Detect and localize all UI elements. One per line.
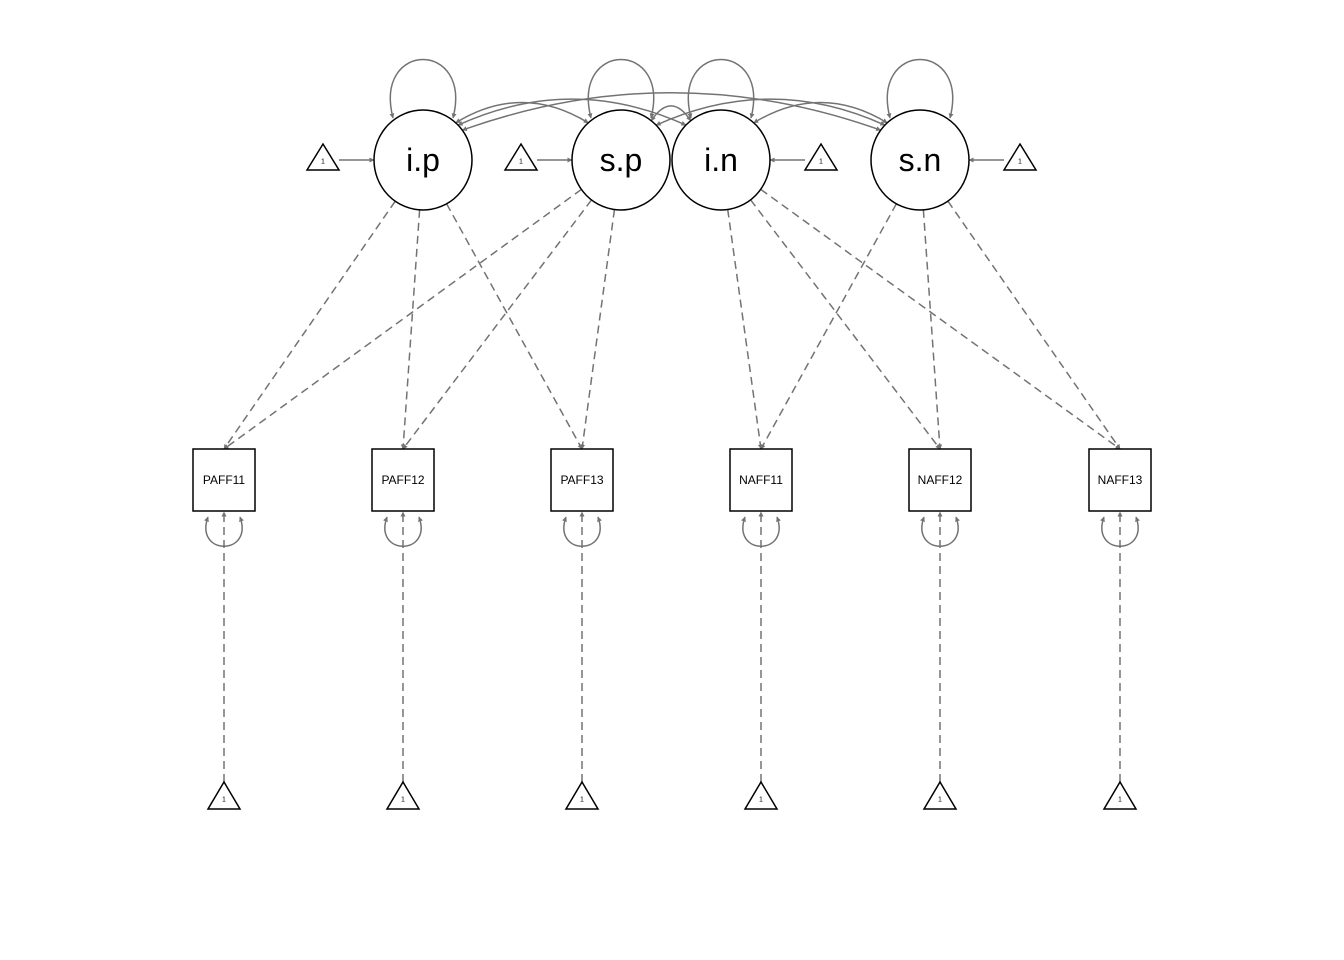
triangle-shape (206, 780, 242, 810)
manifest-label: PAFF12 (381, 473, 424, 487)
latent-node: i.p (373, 109, 473, 211)
manifest-box (1088, 448, 1152, 512)
manifest-node: NAFF12 (908, 448, 972, 512)
loading-arrow (760, 203, 898, 450)
intercept-triangle: 1 (206, 780, 242, 810)
manifest-label: NAFF11 (739, 473, 783, 487)
loading-arrow (947, 200, 1121, 450)
triangle-shape (385, 780, 421, 810)
loading-arrow (922, 209, 943, 450)
variance-loop (389, 58, 457, 119)
intercept-triangle: 1 (803, 142, 839, 171)
manifest-node: PAFF12 (371, 448, 435, 512)
intercept-triangle: 1 (503, 142, 539, 171)
covariance-arrow (455, 101, 589, 124)
latent-circle (870, 109, 970, 211)
intercept-triangle: 1 (922, 780, 958, 810)
loading-arrow (223, 188, 582, 450)
intercept-triangle: 1 (743, 780, 779, 810)
manifest-box (192, 448, 256, 512)
loading-arrow (402, 199, 593, 450)
intercept-triangle: 1 (1102, 780, 1138, 810)
latent-label: s.p (600, 142, 643, 178)
latent-node: s.p (571, 109, 671, 211)
intercept-label: 1 (222, 797, 226, 804)
intercept-label: 1 (519, 159, 523, 166)
intercept-triangle: 1 (564, 780, 600, 810)
loading-arrow (580, 209, 616, 450)
manifest-label: PAFF13 (560, 473, 603, 487)
intercept-triangle: 1 (1002, 142, 1038, 171)
covariance-arrow (655, 98, 886, 126)
covariance-arrow (461, 92, 882, 132)
triangle-shape (1002, 142, 1038, 171)
manifest-label: NAFF12 (918, 473, 963, 487)
intercept-label: 1 (321, 159, 325, 166)
variance-loop (886, 58, 954, 119)
triangle-shape (803, 142, 839, 171)
manifest-box (729, 448, 793, 512)
intercept-label: 1 (938, 797, 942, 804)
covariance-arrow (650, 105, 692, 122)
latent-circle (571, 109, 671, 211)
manifest-box (371, 448, 435, 512)
latent-node: s.n (870, 109, 970, 211)
latent-label: i.n (704, 142, 738, 178)
loading-arrow (749, 199, 941, 450)
variance-loop (687, 58, 755, 119)
manifest-box (550, 448, 614, 512)
latent-node: i.n (671, 109, 771, 211)
triangle-shape (305, 142, 341, 171)
triangle-shape (922, 780, 958, 810)
loading-arrow (400, 209, 421, 450)
intercept-label: 1 (401, 797, 405, 804)
latent-label: i.p (406, 142, 440, 178)
loading-arrow (445, 203, 583, 450)
triangle-shape (503, 142, 539, 171)
intercept-triangle: 1 (385, 780, 421, 810)
loading-arrow (760, 188, 1121, 450)
manifest-label: PAFF11 (203, 473, 246, 487)
intercept-label: 1 (1118, 797, 1122, 804)
latent-circle (671, 109, 771, 211)
intercept-label: 1 (580, 797, 584, 804)
intercept-label: 1 (1018, 159, 1022, 166)
edges (204, 58, 1140, 782)
latent-label: s.n (899, 142, 942, 178)
manifest-label: NAFF13 (1098, 473, 1143, 487)
manifest-node: NAFF11 (729, 448, 793, 512)
manifest-node: PAFF13 (550, 448, 614, 512)
variance-loop (587, 58, 655, 119)
loading-arrow (223, 200, 396, 450)
manifest-node: PAFF11 (192, 448, 256, 512)
triangle-shape (564, 780, 600, 810)
intercept-label: 1 (759, 797, 763, 804)
intercept-triangle: 1 (305, 142, 341, 171)
triangle-shape (1102, 780, 1138, 810)
manifest-box (908, 448, 972, 512)
intercept-label: 1 (819, 159, 823, 166)
latent-circle (373, 109, 473, 211)
loading-arrow (726, 209, 763, 450)
triangle-shape (743, 780, 779, 810)
manifest-node: NAFF13 (1088, 448, 1152, 512)
covariance-arrow (753, 101, 888, 124)
